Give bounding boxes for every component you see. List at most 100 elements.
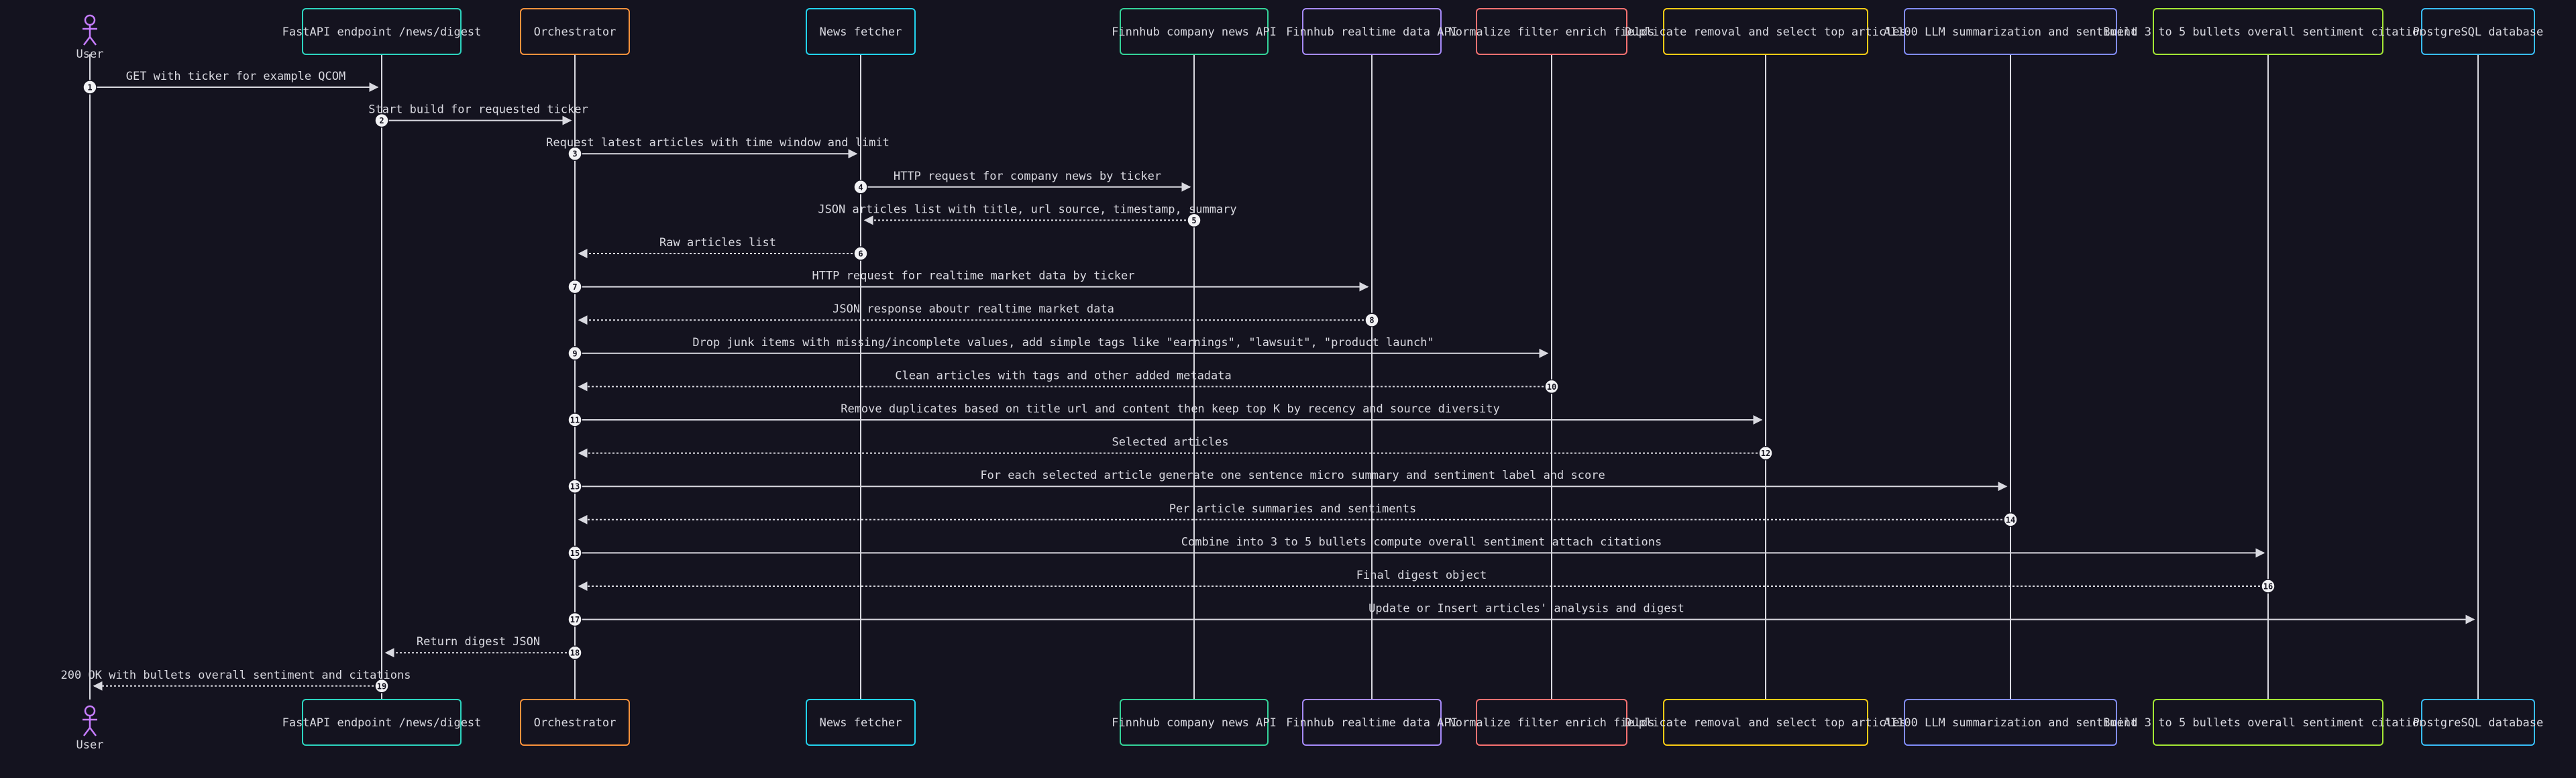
participant-box — [520, 699, 630, 746]
participant-build-top: Build 3 to 5 bullets overall sentiment c… — [2103, 8, 2433, 55]
sequence-number-badge — [2003, 512, 2018, 527]
participant-box — [806, 8, 916, 55]
sequence-number: 13 — [570, 482, 580, 492]
message-5: JSON articles list with title, url sourc… — [818, 203, 1237, 228]
message-19: 200 OK with bullets overall sentiment an… — [61, 669, 411, 693]
sequence-number-badge — [568, 146, 582, 161]
participant-norm-top: Normalize filter enrich fields — [1448, 8, 1655, 55]
message-label: For each selected article generate one s… — [980, 469, 1605, 482]
participant-label: User — [76, 48, 104, 61]
sequence-number-badge — [1187, 213, 1201, 228]
participant-label: Finnhub company news API — [1112, 716, 1277, 730]
participant-label: Orchestrator — [534, 25, 616, 39]
message-label: Combine into 3 to 5 bullets compute over… — [1181, 535, 1662, 549]
message-18: Return digest JSON 18 — [384, 635, 582, 660]
sequence-number-badge — [374, 113, 389, 128]
message-11: Remove duplicates based on title url and… — [568, 402, 1763, 427]
message-8: JSON response aboutr realtime market dat… — [578, 302, 1379, 327]
participant-label: FastAPI endpoint /news/digest — [282, 25, 482, 39]
participant-llm-top: AI100 LLM summarization and sentiment — [1884, 8, 2138, 55]
sequence-number-badge — [568, 479, 582, 494]
sequence-number: 19 — [377, 681, 386, 691]
participant-label: FastAPI endpoint /news/digest — [282, 716, 482, 730]
participant-box — [1904, 8, 2117, 55]
message-label: Final digest object — [1356, 569, 1487, 582]
participant-box — [2153, 8, 2383, 55]
sequence-number-badge — [853, 246, 868, 261]
sequence-number: 1 — [87, 83, 92, 93]
sequence-number: 9 — [572, 349, 577, 358]
message-label: Clean articles with tags and other added… — [895, 369, 1232, 382]
sequence-number-badge — [568, 645, 582, 660]
sequence-number: 6 — [858, 249, 863, 259]
participant-fetch-top: News fetcher — [806, 8, 916, 55]
participant-label: AI100 LLM summarization and sentiment — [1884, 25, 2138, 39]
message-label: JSON response aboutr realtime market dat… — [833, 302, 1114, 316]
participant-label: Finnhub realtime data API — [1286, 716, 1458, 730]
participant-llm-bottom: AI100 LLM summarization and sentiment — [1884, 699, 2138, 746]
participant-label: News fetcher — [820, 25, 902, 39]
participant-box — [2421, 699, 2535, 746]
participant-finrt-bottom: Finnhub realtime data API — [1286, 699, 1458, 746]
sequence-number: 16 — [2263, 582, 2273, 592]
sequence-number: 7 — [572, 282, 577, 292]
message-15: Combine into 3 to 5 bullets compute over… — [568, 535, 2265, 561]
sequence-number: 3 — [572, 150, 577, 159]
sequence-number: 2 — [379, 116, 384, 125]
sequence-number: 15 — [570, 549, 580, 558]
message-label: Selected articles — [1112, 436, 1229, 449]
sequence-number-badge — [568, 412, 582, 427]
sequence-number: 14 — [2006, 515, 2015, 524]
participant-box — [1302, 8, 1442, 55]
participant-label: Build 3 to 5 bullets overall sentiment c… — [2103, 25, 2432, 39]
participant-box — [302, 8, 462, 55]
message-label: GET with ticker for example QCOM — [126, 70, 346, 83]
sequence-number: 18 — [570, 649, 580, 658]
participant-finnews-top: Finnhub company news API — [1112, 8, 1277, 55]
message-label: HTTP request for realtime market data by… — [812, 270, 1134, 283]
sequence-number-badge — [853, 180, 868, 194]
participant-box — [1476, 8, 1627, 55]
message-label: Drop junk items with missing/incomplete … — [692, 336, 1434, 349]
participant-norm-bottom: Normalize filter enrich fields — [1448, 699, 1655, 746]
participant-finrt-top: Finnhub realtime data API — [1286, 8, 1458, 55]
sequence-number: 17 — [570, 615, 580, 624]
message-label: Start build for requested ticker — [368, 103, 588, 117]
participant-user-top: User — [76, 14, 104, 61]
participant-label: AI100 LLM summarization and sentiment — [1884, 716, 2138, 730]
participant-dedup-top: Duplicate removal and select top article… — [1625, 8, 1907, 55]
sequence-number: 12 — [1761, 449, 1770, 458]
participant-box — [1663, 699, 1868, 746]
message-label: Request latest articles with time window… — [546, 136, 890, 150]
message-label: Per article summaries and sentiments — [1169, 502, 1416, 516]
participant-label: PostgreSQL database — [2413, 716, 2543, 730]
participant-box — [1476, 699, 1627, 746]
message-16: Final digest object 16 — [578, 569, 2275, 594]
sequence-number-badge — [568, 279, 582, 294]
user-actor-icon — [83, 705, 97, 736]
message-9: Drop junk items with missing/incomplete … — [568, 336, 1549, 361]
message-3: Request latest articles with time window… — [546, 136, 890, 161]
participant-dedup-bottom: Duplicate removal and select top article… — [1625, 699, 1907, 746]
participants-top: User FastAPI endpoint /news/digest Orchest… — [76, 8, 2543, 61]
sequence-number-badge — [1364, 313, 1379, 327]
message-14: Per article summaries and sentiments 14 — [578, 502, 2018, 527]
message-label: Update or Insert articles' analysis and … — [1368, 602, 1684, 616]
participant-box — [1120, 699, 1269, 746]
participant-label: Finnhub company news API — [1112, 25, 1277, 39]
participant-fetch-bottom: News fetcher — [806, 699, 916, 746]
sequence-number-badge — [1758, 445, 1773, 461]
participant-api-top: FastAPI endpoint /news/digest — [282, 8, 482, 55]
sequence-number-badge — [83, 80, 97, 95]
participant-box — [806, 699, 916, 746]
message-17: Update or Insert articles' analysis and … — [568, 602, 2475, 627]
message-label: Return digest JSON — [417, 635, 540, 649]
sequence-number: 10 — [1547, 382, 1556, 392]
participant-api-bottom: FastAPI endpoint /news/digest — [282, 699, 482, 746]
message-1: GET with ticker for example QCOM 1 — [83, 70, 379, 95]
message-label: 200 OK with bullets overall sentiment an… — [61, 669, 411, 682]
